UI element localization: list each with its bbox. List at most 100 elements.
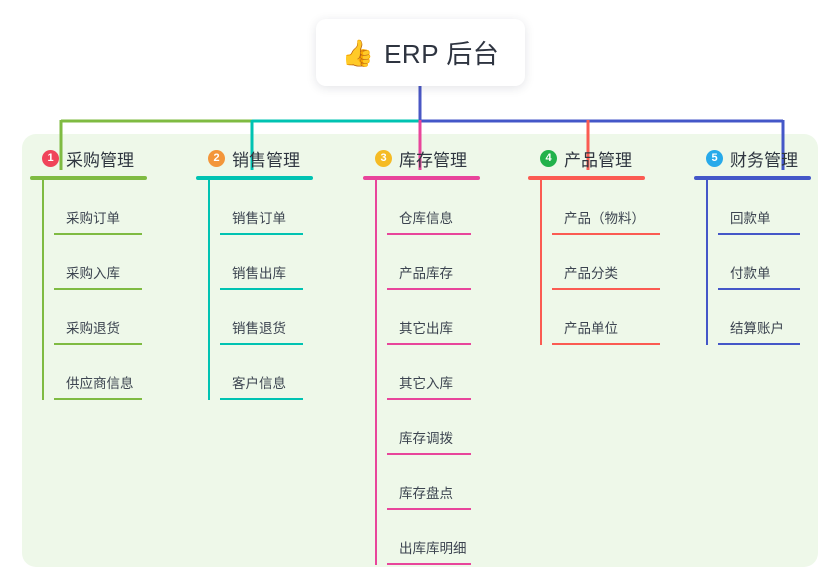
branch-items-2: 销售订单销售出库销售退货客户信息 bbox=[196, 180, 313, 400]
branch-title-5: 财务管理 bbox=[730, 150, 798, 170]
branch-item[interactable]: 产品库存 bbox=[387, 235, 480, 290]
branch-item[interactable]: 采购退货 bbox=[54, 290, 147, 345]
branch-item[interactable]: 其它入库 bbox=[387, 345, 480, 400]
branch-title-4: 产品管理 bbox=[564, 150, 632, 170]
branch-item-underline bbox=[387, 563, 471, 565]
branch-item-label: 供应商信息 bbox=[66, 376, 134, 391]
branch-item-underline bbox=[220, 343, 303, 345]
branch-header-2[interactable]: 2 销售管理 bbox=[196, 145, 313, 171]
branch-item[interactable]: 仓库信息 bbox=[387, 180, 480, 235]
branch-item[interactable]: 库存调拨 bbox=[387, 400, 480, 455]
branch-item-underline bbox=[54, 343, 142, 345]
branch-item-label: 采购退货 bbox=[66, 321, 120, 336]
branch-item-underline bbox=[552, 343, 660, 345]
diagram-background-panel bbox=[22, 134, 818, 567]
branch-item[interactable]: 回款单 bbox=[718, 180, 811, 235]
branch-item-underline bbox=[54, 288, 142, 290]
branch-item[interactable]: 结算账户 bbox=[718, 290, 811, 345]
branch-item-label: 产品库存 bbox=[399, 266, 453, 281]
branch-item-underline bbox=[552, 233, 660, 235]
root-node[interactable]: 👍 ERP 后台 bbox=[316, 19, 525, 86]
branch-item-label: 采购订单 bbox=[66, 211, 120, 226]
branch-item[interactable]: 采购入库 bbox=[54, 235, 147, 290]
branch-column-4: 4 产品管理产品（物料） 产品分类产品单位 bbox=[528, 145, 660, 345]
branch-underline-4 bbox=[528, 176, 645, 180]
branch-item-underline bbox=[220, 288, 303, 290]
branch-column-5: 5 财务管理回款单付款单结算账户 bbox=[694, 145, 811, 345]
branch-title-2: 销售管理 bbox=[232, 150, 300, 170]
branch-underline-2 bbox=[196, 176, 313, 180]
branch-header-3[interactable]: 3 库存管理 bbox=[363, 145, 480, 171]
branch-underline-5 bbox=[694, 176, 811, 180]
branch-item[interactable]: 产品（物料） bbox=[552, 180, 660, 235]
branch-item[interactable]: 供应商信息 bbox=[54, 345, 147, 400]
branch-item-underline bbox=[220, 398, 303, 400]
branch-item-label: 产品单位 bbox=[564, 321, 618, 336]
branch-item-label: 采购入库 bbox=[66, 266, 120, 281]
branch-item-underline bbox=[387, 288, 471, 290]
branch-item-label: 回款单 bbox=[730, 211, 771, 226]
branch-item[interactable]: 销售订单 bbox=[220, 180, 313, 235]
branch-item[interactable]: 库存盘点 bbox=[387, 455, 480, 510]
branch-item[interactable]: 其它出库 bbox=[387, 290, 480, 345]
branch-item-label: 其它入库 bbox=[399, 376, 453, 391]
branch-underline-1 bbox=[30, 176, 147, 180]
branch-item-label: 付款单 bbox=[730, 266, 771, 281]
branch-item-label: 出库库明细 bbox=[399, 541, 467, 556]
branch-badge-4: 4 bbox=[540, 149, 557, 167]
branch-items-1: 采购订单采购入库采购退货供应商信息 bbox=[30, 180, 147, 400]
branch-item-underline bbox=[718, 233, 800, 235]
branch-spine-4 bbox=[540, 180, 542, 345]
branch-column-1: 1 采购管理采购订单采购入库采购退货供应商信息 bbox=[30, 145, 147, 400]
branch-header-5[interactable]: 5 财务管理 bbox=[694, 145, 811, 171]
branch-item-underline bbox=[387, 398, 471, 400]
branch-item-underline bbox=[718, 288, 800, 290]
thumbs-up-icon: 👍 bbox=[341, 37, 375, 68]
branch-item-label: 仓库信息 bbox=[399, 211, 453, 226]
branch-item[interactable]: 客户信息 bbox=[220, 345, 313, 400]
branch-badge-2: 2 bbox=[208, 149, 225, 167]
branch-item-label: 产品（物料） bbox=[564, 211, 645, 226]
branch-item[interactable]: 产品分类 bbox=[552, 235, 660, 290]
branch-item[interactable]: 采购订单 bbox=[54, 180, 147, 235]
branch-item-underline bbox=[54, 233, 142, 235]
branch-item[interactable]: 付款单 bbox=[718, 235, 811, 290]
branch-item[interactable]: 销售出库 bbox=[220, 235, 313, 290]
branch-header-1[interactable]: 1 采购管理 bbox=[30, 145, 147, 171]
branch-item[interactable]: 出库库明细 bbox=[387, 510, 480, 565]
branch-spine-5 bbox=[706, 180, 708, 345]
branch-item[interactable]: 产品单位 bbox=[552, 290, 660, 345]
root-title: ERP 后台 bbox=[384, 39, 500, 69]
branch-underline-3 bbox=[363, 176, 480, 180]
branch-item-label: 销售退货 bbox=[232, 321, 286, 336]
branch-title-3: 库存管理 bbox=[399, 150, 467, 170]
branch-badge-3: 3 bbox=[375, 149, 392, 167]
branch-item-label: 库存盘点 bbox=[399, 486, 453, 501]
branch-item-label: 客户信息 bbox=[232, 376, 286, 391]
branch-item-label: 其它出库 bbox=[399, 321, 453, 336]
branch-item-label: 销售订单 bbox=[232, 211, 286, 226]
branch-items-4: 产品（物料） 产品分类产品单位 bbox=[528, 180, 660, 345]
branch-item-underline bbox=[387, 343, 471, 345]
branch-badge-5: 5 bbox=[706, 149, 723, 167]
branch-title-1: 采购管理 bbox=[66, 150, 134, 170]
branch-column-3: 3 库存管理仓库信息产品库存其它出库其它入库库存调拨库存盘点出库库明细 bbox=[363, 145, 480, 565]
branch-badge-1: 1 bbox=[42, 149, 59, 167]
branch-item-label: 库存调拨 bbox=[399, 431, 453, 446]
branch-item-underline bbox=[387, 233, 471, 235]
branch-header-4[interactable]: 4 产品管理 bbox=[528, 145, 645, 171]
branch-spine-2 bbox=[208, 180, 210, 400]
branch-item-underline bbox=[387, 453, 471, 455]
branch-spine-3 bbox=[375, 180, 377, 565]
branch-item-underline bbox=[718, 343, 800, 345]
branch-item-label: 结算账户 bbox=[730, 321, 784, 336]
branch-column-2: 2 销售管理销售订单销售出库销售退货客户信息 bbox=[196, 145, 313, 400]
branch-item-underline bbox=[387, 508, 471, 510]
branch-item-underline bbox=[220, 233, 303, 235]
branch-item-label: 销售出库 bbox=[232, 266, 286, 281]
branch-item[interactable]: 销售退货 bbox=[220, 290, 313, 345]
branch-items-5: 回款单付款单结算账户 bbox=[694, 180, 811, 345]
branch-items-3: 仓库信息产品库存其它出库其它入库库存调拨库存盘点出库库明细 bbox=[363, 180, 480, 565]
branch-spine-1 bbox=[42, 180, 44, 400]
